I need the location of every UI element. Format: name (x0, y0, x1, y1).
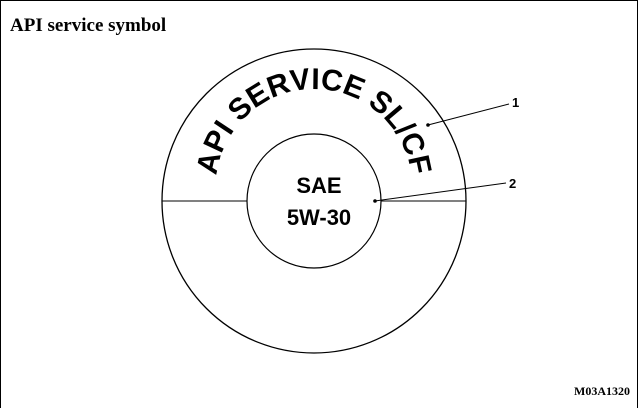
callout-2-leader (374, 182, 507, 202)
callout-1-leader (427, 103, 510, 126)
service-arc-text: API SERVICE SL/CF (191, 63, 437, 177)
inner-circle (246, 133, 382, 269)
figure-code: M03A1320 (574, 384, 630, 398)
callout-1-dot (426, 123, 430, 127)
callout-2-number: 2 (509, 176, 516, 191)
callout-1-number: 1 (512, 95, 519, 110)
viscosity-grade: 5W-30 (287, 205, 351, 230)
service-arc-textpath: API SERVICE SL/CF (191, 63, 437, 177)
callout-2-dot (373, 199, 377, 203)
figure-title: API service symbol (10, 15, 167, 36)
sae-label: SAE (296, 173, 341, 198)
